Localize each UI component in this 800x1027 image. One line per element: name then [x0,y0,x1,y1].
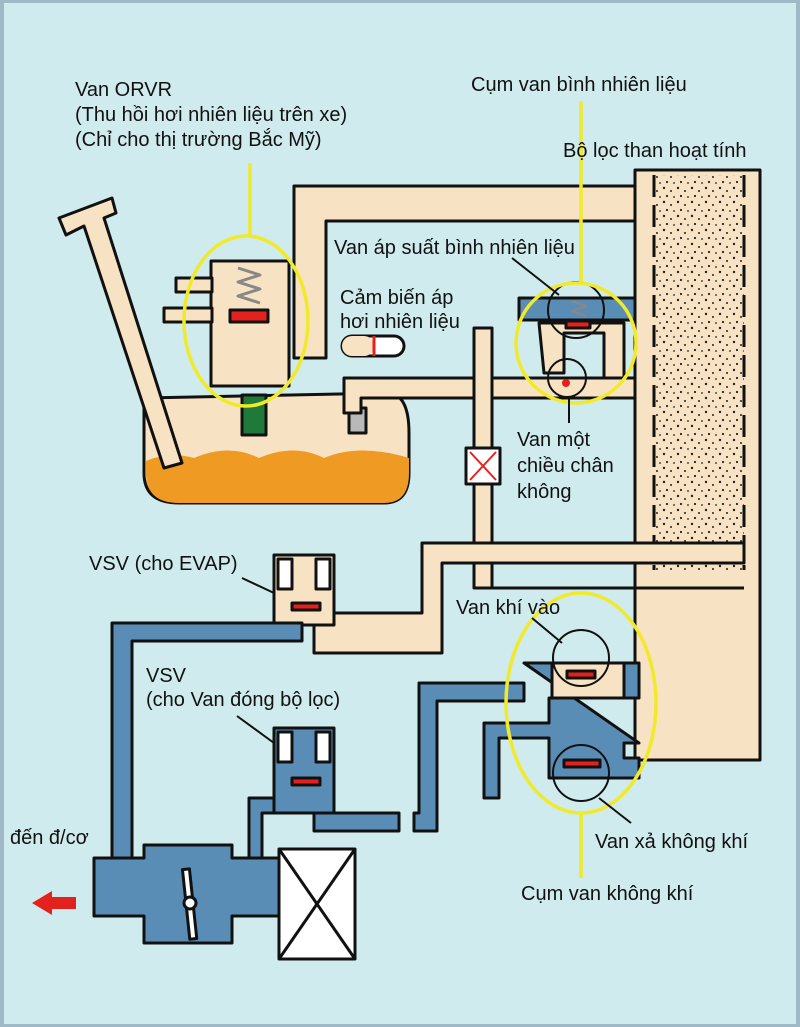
check-valve-ball [562,379,570,387]
label-tank-pressure-valve: Van áp suất bình nhiên liệu [334,237,575,259]
vacuum-line-canister [312,811,401,833]
fuel-level [146,450,409,503]
diagram-drawing [32,101,762,961]
label-tank-valve-assembly: Cụm van bình nhiên liệu [471,74,687,96]
filler-neck [57,196,184,470]
tank-valve-highlight [514,281,638,405]
charcoal-bed [654,175,744,570]
label-vapor-sensor-1: Cảm biến áp [340,287,454,309]
label-vsv-canister-2: (cho Van đóng bộ lọc) [146,689,341,711]
evap-system-diagram: Van ORVR (Thu hồi hơi nhiên liệu trên xe… [4,3,796,1024]
orvr-float [240,393,268,437]
label-charcoal-canister: Bộ lọc than hoạt tính [563,140,747,162]
to-engine-arrow [32,891,76,915]
tank-pressure-seat [564,319,592,330]
label-vsv-evap: VSV (cho EVAP) [89,553,238,575]
label-check-valve-1: Van một [517,429,590,451]
label-check-valve-3: không [517,481,572,503]
purge-line [312,541,746,655]
label-orvr-sub1: (Thu hồi hơi nhiên liệu trên xe) [75,104,348,126]
label-check-valve-2: chiều chân [517,455,614,477]
vapor-line-top [292,184,637,360]
label-vsv-canister-1: VSV [146,665,187,687]
label-vapor-sensor-2: hơi nhiên liệu [340,311,460,333]
orvr-highlight [182,234,310,408]
label-air-valve-assembly: Cụm van không khí [521,883,694,905]
vsv-evap-seat [290,601,322,612]
label-orvr-title: Van ORVR [75,79,173,101]
label-orvr-sub2: (Chỉ cho thị trường Bắc Mỹ) [75,129,322,151]
orvr-spring [236,266,262,305]
vsv-canister-seat [290,776,322,787]
label-inlet-valve: Van khí vào [456,597,561,619]
orvr-seat [228,308,270,324]
outlet-valve-seat [562,758,602,769]
inlet-valve-seat [565,669,597,680]
label-to-engine: đến đ/cơ [10,827,89,849]
label-outlet-valve: Van xả không khí [595,831,749,853]
